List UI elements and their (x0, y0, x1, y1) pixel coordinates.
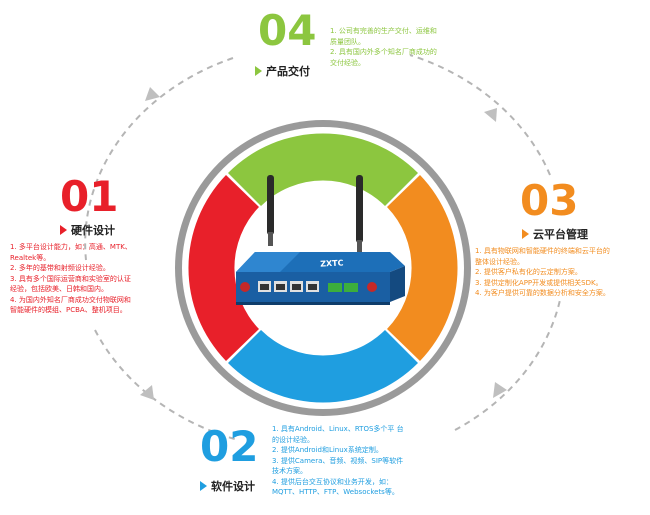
section-01-title-text: 硬件设计 (71, 224, 115, 237)
section-03-line: 1. 具有物联网和智能硬件的终端和云平台的 (475, 247, 610, 255)
section-02-title: 软件设计 (200, 478, 255, 494)
orbit-arrow-top-right-icon (484, 108, 497, 122)
section-01-line: 智能硬件的模组、PCBA、整机项目。 (10, 306, 127, 314)
section-03-line: 2. 提供客户私有化的云定制方案。 (475, 268, 582, 276)
ring-segment-orange (387, 175, 458, 361)
ring-segment-blue (228, 330, 418, 403)
router-device: ZXTC (236, 175, 405, 305)
section-01-title: 硬件设计 (60, 222, 115, 238)
section-01-line: 2. 多年的基带和射频设计经验。 (10, 264, 110, 272)
section-01-line: 3. 具有多个国际运营商和实验室的认证 (10, 274, 131, 283)
ring-segment-red (188, 175, 259, 361)
section-03-number: 03 (520, 176, 579, 225)
section-01-line: 4. 为国内外知名厂商成功交付物联网和 (10, 295, 131, 304)
section-03-title-text: 云平台管理 (533, 228, 588, 241)
ring-segment-green (228, 133, 418, 206)
section-02-number: 02 (200, 422, 259, 471)
section-02-title-text: 软件设计 (211, 480, 255, 493)
section-04-title-text: 产品交付 (266, 65, 310, 78)
section-02-desc: 1. 具有Android、Linux、RTOS多个平 台 的设计经验。 2. 提… (272, 424, 404, 498)
section-02-line: 1. 具有Android、Linux、RTOS多个平 台 (272, 425, 404, 433)
section-04-desc: 1. 公司有完善的生产交付、运维和 质量团队。 2. 具有国内外多个知名厂商成功… (330, 26, 437, 68)
section-04-arrow-icon (255, 66, 262, 76)
section-03-line: 整体设计经验。 (475, 257, 524, 266)
antenna-right (356, 175, 363, 243)
orbit-arrow-bottom-right-icon (493, 382, 507, 398)
section-01-arrow-icon (60, 225, 67, 235)
section-04-line: 2. 具有国内外多个知名厂商成功的 (330, 48, 437, 56)
section-01-line: 1. 多平台设计能力，如：高通、MTK、 (10, 243, 132, 251)
antenna-left (267, 175, 274, 235)
section-01-number: 01 (60, 172, 119, 221)
section-02-line: 2. 提供Android和Linux系统定制。 (272, 446, 383, 454)
section-04-line: 1. 公司有完善的生产交付、运维和 (330, 27, 437, 35)
orbit-arrow-left-icon (145, 87, 160, 101)
section-03-line: 4. 为客户提供可靠的数据分析和安全方案。 (475, 289, 610, 297)
section-04-title: 产品交付 (255, 63, 310, 79)
section-03-line: 3. 提供定制化APP开发或提供相关SDK。 (475, 278, 603, 287)
section-02-line: 的设计经验。 (272, 435, 314, 444)
section-01-desc: 1. 多平台设计能力，如：高通、MTK、 Realtek等。 2. 多年的基带和… (10, 242, 132, 316)
section-03-title: 云平台管理 (522, 226, 588, 242)
section-02-line: 技术方案。 (272, 467, 307, 475)
section-04-line: 交付经验。 (330, 58, 365, 67)
orbit-arrow-bottom-left-icon (140, 385, 154, 400)
section-03-desc: 1. 具有物联网和智能硬件的终端和云平台的 整体设计经验。 2. 提供客户私有化… (475, 246, 610, 299)
section-02-arrow-icon (200, 481, 207, 491)
section-02-line: MQTT、HTTP、FTP、Websockets等。 (272, 488, 399, 496)
section-03-arrow-icon (522, 229, 529, 239)
section-02-line: 3. 提供Camera、音频、视频、SIP等软件 (272, 456, 404, 465)
section-04-number: 04 (258, 6, 317, 55)
section-01-line: 经验，包括欧美、日韩和国内。 (10, 285, 108, 293)
section-02-line: 4. 提供后台交互协议和业务开发，如： (272, 477, 393, 486)
section-01-line: Realtek等。 (10, 253, 51, 262)
device-brand-label: ZXTC (320, 258, 344, 268)
section-04-line: 质量团队。 (330, 37, 365, 46)
